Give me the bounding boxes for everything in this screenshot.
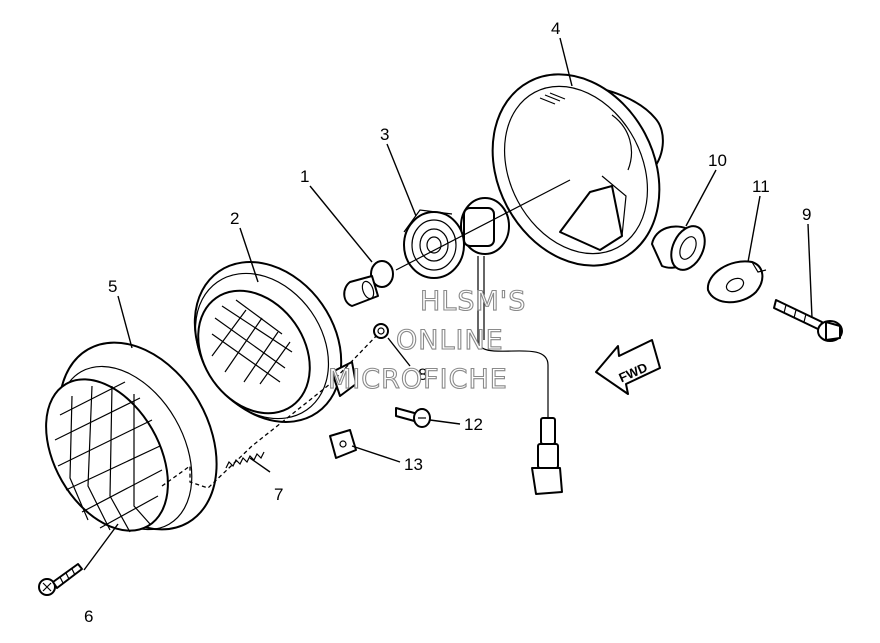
bulb-socket [403,197,510,279]
bolt-9 [773,299,843,342]
watermark: HLSM'S ONLINE MICROFICHE [327,285,526,395]
screw-6 [38,563,83,596]
callout-3: 3 [380,125,389,144]
callout-2: 2 [230,209,239,228]
watermark-line-2: ONLINE [396,325,504,356]
clip-nut-13 [329,429,357,459]
nut-8 [373,323,389,339]
bulb-alignment-line [395,179,571,271]
callout-7: 7 [274,485,283,504]
headlight-rim-with-guard [45,341,218,533]
callout-12: 12 [464,415,483,434]
callout-6: 6 [84,607,93,626]
callout-labels: 1 2 3 4 5 6 7 8 9 10 11 12 13 [84,19,811,626]
callout-8: 8 [418,365,427,384]
callout-13: 13 [404,455,423,474]
callout-4: 4 [551,19,560,38]
fwd-direction-arrow: FWD [595,339,661,395]
callout-11: 11 [752,177,770,196]
screw-12 [395,407,431,428]
callout-9: 9 [802,205,811,224]
callout-5: 5 [108,277,117,296]
leader-lines [83,37,813,571]
wiring-harness [477,256,563,495]
callout-10: 10 [708,151,727,170]
cap-11 [706,260,767,304]
watermark-line-1: HLSM'S [420,286,526,317]
grommet-10 [651,225,706,271]
headlight-housing [491,73,664,267]
watermark-line-3: MICROFICHE [328,364,508,395]
headlight-lens-unit [193,261,357,423]
callout-1: 1 [300,167,309,186]
spring-7 [225,451,265,469]
bulb [343,260,394,307]
